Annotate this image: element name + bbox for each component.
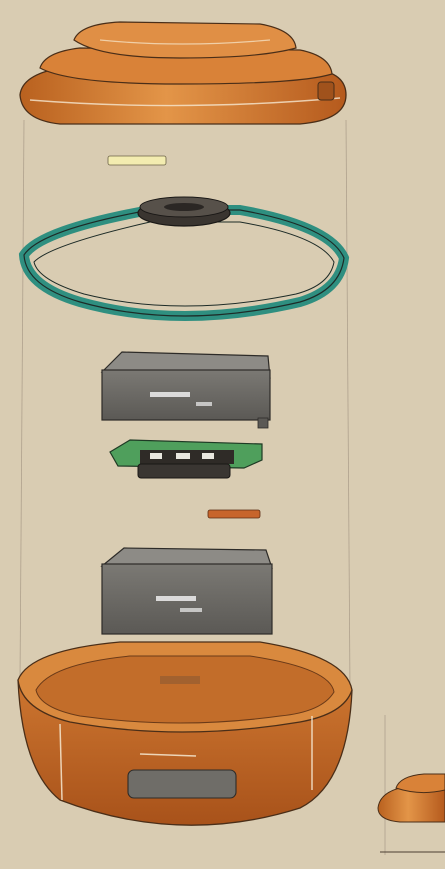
center-disc <box>138 197 230 226</box>
light-strip <box>108 156 166 165</box>
wooden-lid <box>20 22 346 124</box>
wooden-base <box>18 642 352 825</box>
inset-lid-thumbnail <box>378 774 445 852</box>
upper-gray-box <box>102 352 270 428</box>
circuit-board <box>110 440 262 478</box>
lower-gray-box <box>102 548 272 634</box>
orange-strip <box>208 510 260 518</box>
